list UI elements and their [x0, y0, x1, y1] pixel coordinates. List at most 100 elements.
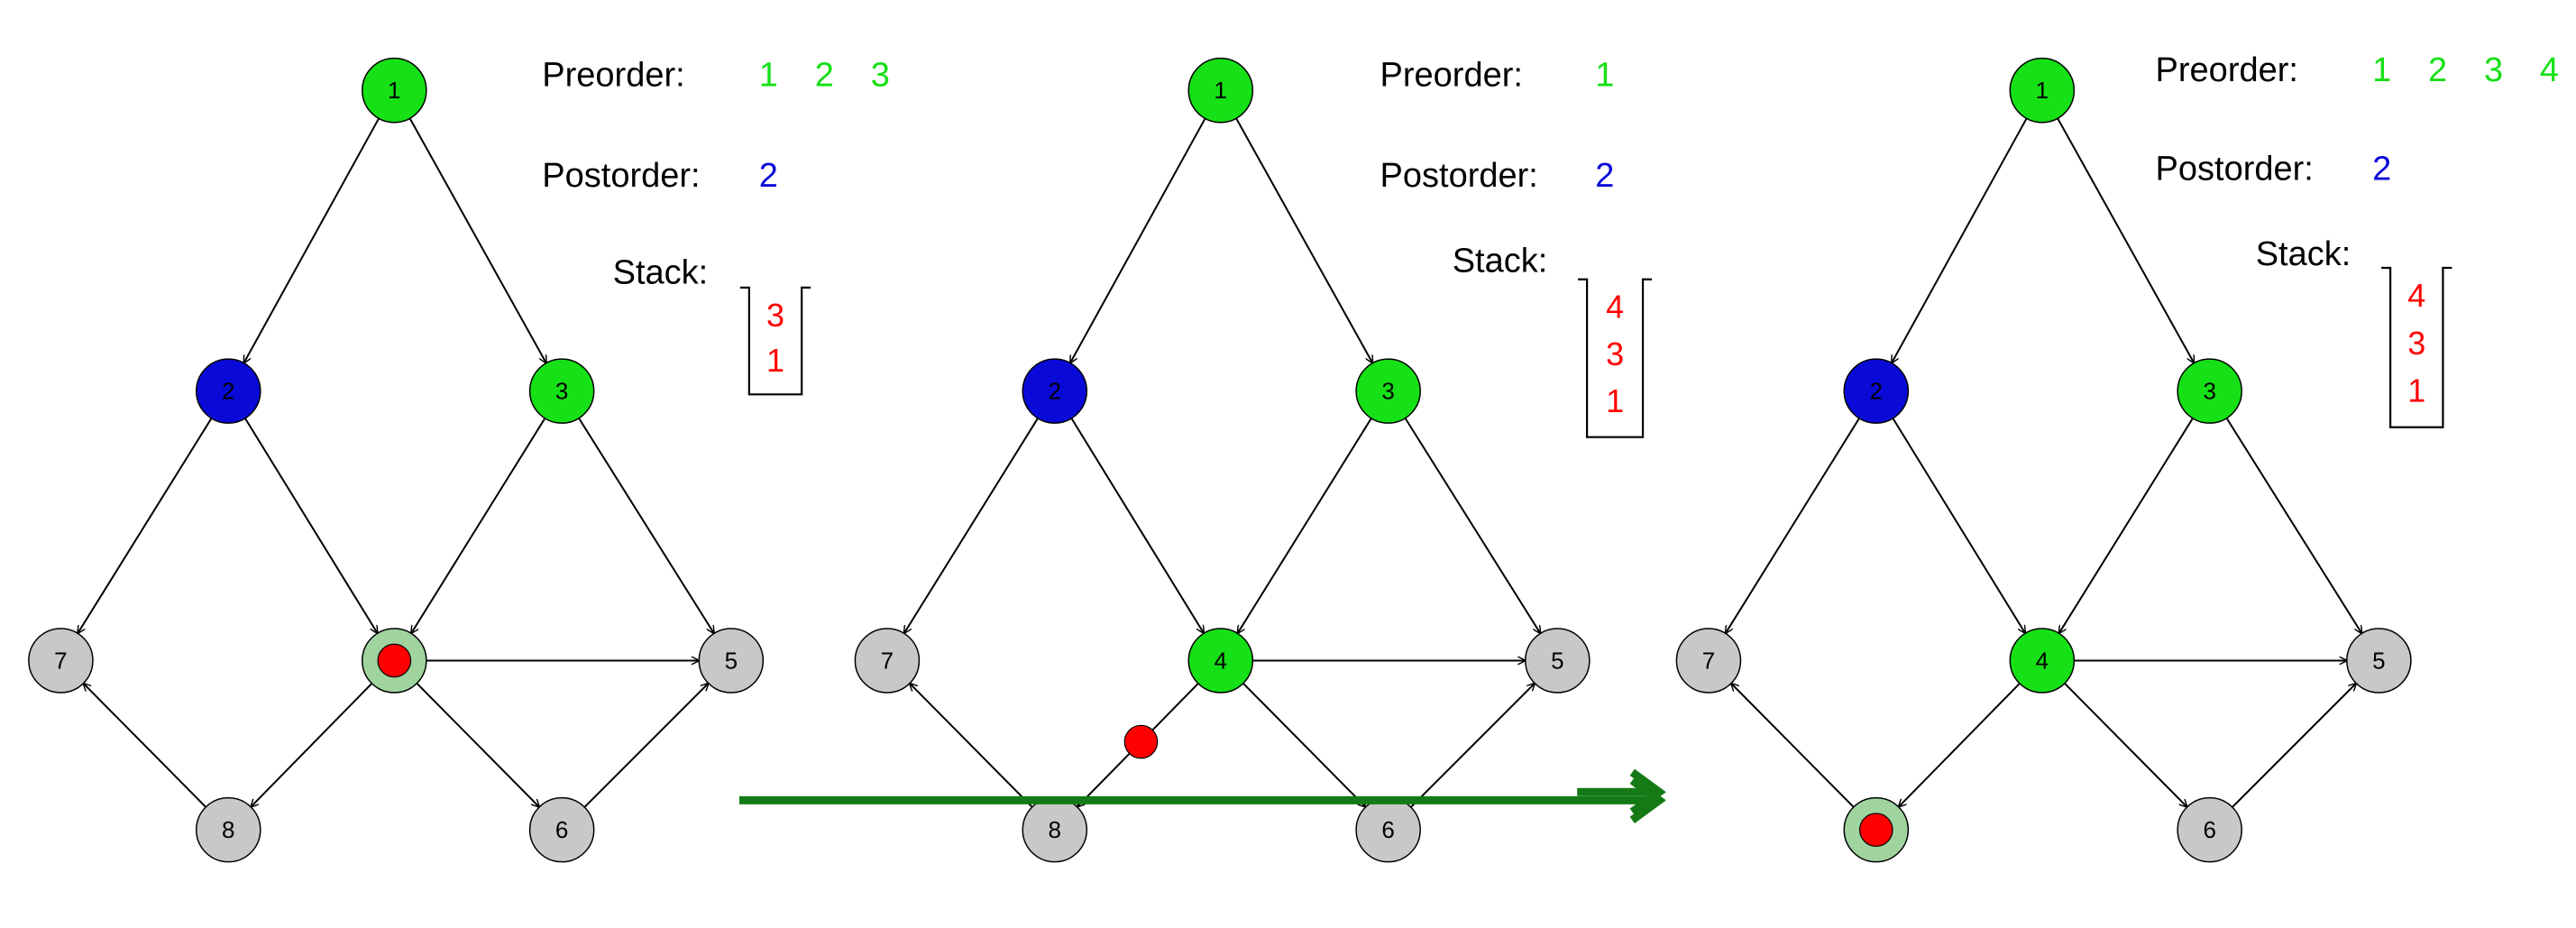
stack-item: 4 [2407, 277, 2425, 314]
node-8 [1843, 796, 1910, 863]
stack-container [739, 286, 811, 396]
stack-item: 4 [1606, 289, 1624, 326]
node-1: 1 [362, 57, 427, 124]
edge-4-6 [416, 683, 539, 807]
node-2: 2 [1843, 358, 1910, 424]
edge-3-5 [2225, 418, 2362, 634]
edge-2-4 [1070, 418, 1204, 633]
node-label: 3 [2203, 378, 2215, 405]
node-label: 2 [1870, 378, 1883, 405]
node-2: 2 [1022, 358, 1088, 424]
node-label: 2 [222, 378, 234, 405]
postorder-value: 2 [759, 157, 778, 195]
node-label: 6 [1381, 816, 1394, 843]
edge-4-6 [2064, 683, 2187, 807]
node-label: 7 [1702, 647, 1715, 674]
traversal-marker [377, 643, 412, 678]
node-4: 4 [2009, 628, 2076, 694]
postorder-label: Postorder: [2156, 150, 2314, 188]
node-3: 3 [528, 358, 595, 424]
edge-3-5 [578, 418, 714, 634]
traversal-marker [1858, 813, 1893, 847]
node-2: 2 [195, 358, 261, 424]
stack-item: 1 [2407, 372, 2425, 409]
postorder-label: Postorder: [542, 157, 700, 195]
traversal-marker [1123, 724, 1159, 759]
stack-label: Stack: [1453, 243, 1548, 280]
stack-item: 3 [2407, 325, 2425, 362]
edge-3-4 [2059, 418, 2194, 633]
preorder-value: 3 [871, 57, 890, 95]
preorder-value: 1 [2372, 51, 2391, 89]
preorder-label: Preorder: [2156, 51, 2298, 89]
preorder-label: Preorder: [542, 57, 684, 95]
edge-4-8 [1899, 683, 2021, 807]
node-4 [362, 628, 427, 694]
node-label: 5 [1551, 647, 1563, 674]
node-label: 4 [1215, 647, 1227, 674]
node-label: 5 [725, 647, 738, 674]
postorder-value: 2 [2372, 150, 2391, 188]
node-label: 6 [2203, 816, 2215, 843]
node-label: 8 [1049, 816, 1061, 843]
node-5: 5 [1525, 628, 1591, 694]
stack-label: Stack: [2256, 235, 2351, 273]
node-5: 5 [698, 628, 765, 694]
edge-2-4 [244, 418, 378, 633]
edge-2-4 [1892, 418, 2025, 633]
node-label: 3 [1381, 378, 1394, 405]
node-4: 4 [1187, 628, 1254, 694]
postorder-value: 2 [1595, 157, 1614, 195]
stack-item: 3 [1606, 335, 1624, 372]
edge-2-7 [1726, 418, 1860, 633]
node-label: 2 [1049, 378, 1061, 405]
edge-6-5 [1410, 684, 1535, 808]
edge-8-7 [1731, 684, 1855, 808]
preorder-value: 3 [2484, 51, 2503, 89]
preorder-value: 2 [815, 57, 834, 95]
node-label: 5 [2372, 647, 2385, 674]
edge-3-4 [1238, 418, 1372, 633]
node-label: 7 [54, 647, 67, 674]
edge-2-7 [904, 418, 1039, 633]
edge-1-2 [1070, 117, 1206, 363]
preorder-value: 2 [2428, 51, 2447, 89]
node-label: 6 [555, 816, 568, 843]
node-3: 3 [2177, 358, 2242, 424]
node-1: 1 [2009, 57, 2076, 124]
node-7: 7 [1675, 628, 1742, 694]
node-6: 6 [1355, 796, 1421, 863]
edge-3-5 [1404, 418, 1541, 634]
edge-1-3 [2057, 117, 2194, 363]
edge-1-3 [1235, 117, 1372, 363]
edge-3-4 [411, 418, 546, 633]
edge-1-2 [243, 117, 380, 363]
stack-container [1578, 278, 1653, 438]
preorder-value: 1 [759, 57, 778, 95]
node-7: 7 [28, 628, 94, 694]
node-1: 1 [1187, 57, 1254, 124]
edge-4-6 [1242, 683, 1366, 807]
node-label: 8 [222, 816, 234, 843]
transition-arrow-icon [738, 776, 1666, 823]
node-label: 1 [388, 77, 400, 104]
preorder-label: Preorder: [1380, 57, 1523, 95]
preorder-value: 4 [2540, 51, 2559, 89]
edge-8-7 [910, 684, 1033, 808]
edge-4-8 [251, 683, 373, 807]
stack-item: 1 [1606, 382, 1624, 419]
node-label: 7 [881, 647, 894, 674]
node-8: 8 [1022, 796, 1088, 863]
stack-container [2381, 266, 2452, 428]
edge-8-7 [83, 684, 206, 808]
edge-1-2 [1892, 117, 2028, 363]
stack-item: 1 [766, 342, 784, 379]
node-6: 6 [528, 796, 595, 863]
edge-1-3 [408, 117, 546, 363]
node-5: 5 [2346, 628, 2412, 694]
node-3: 3 [1355, 358, 1421, 424]
